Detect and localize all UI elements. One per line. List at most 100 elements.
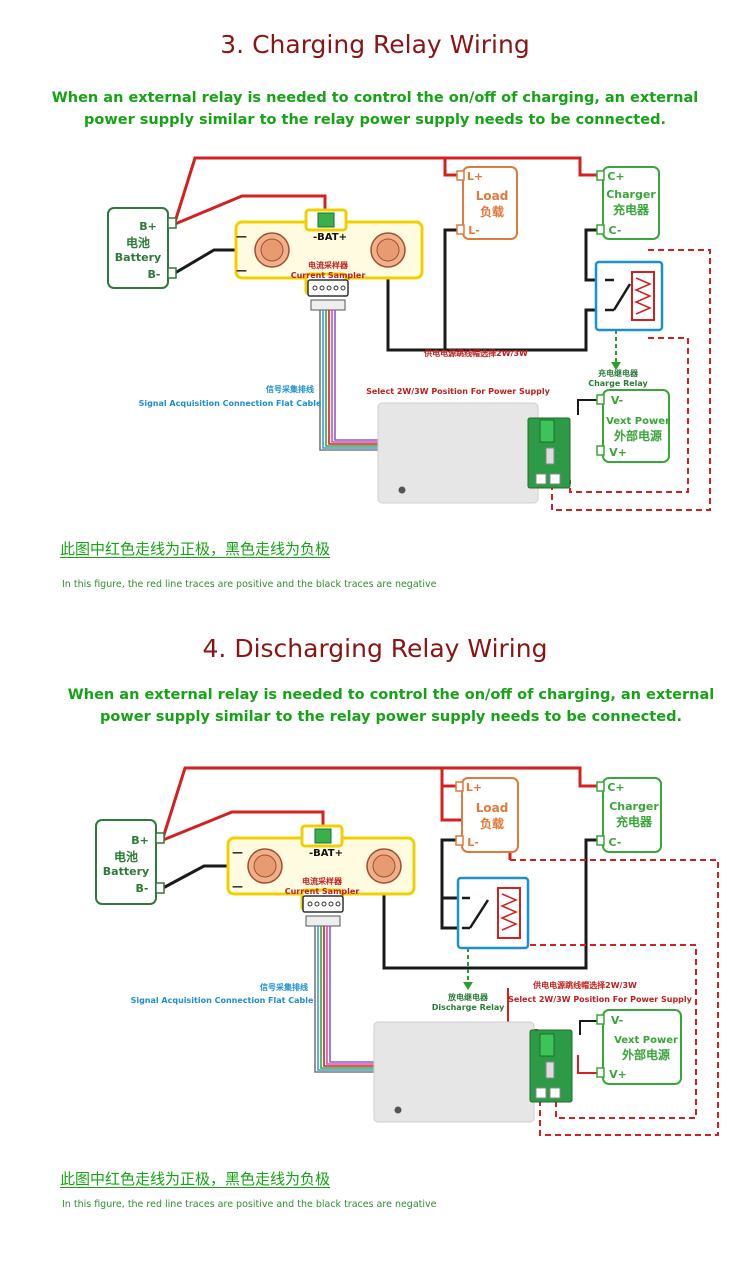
sampler-minus-sign: — (236, 230, 247, 243)
wire-load-sampler-negative (386, 250, 605, 352)
jumper-cn-label: 供电电源跳线帽选择2W/3W (532, 980, 637, 990)
vext-power-box (602, 1009, 682, 1085)
cable-en-label: Signal Acquisition Connection Flat Cable (131, 996, 314, 1005)
load-l-minus-label: L- (467, 836, 479, 849)
relay-switch-symbol (462, 896, 490, 930)
wire-vext-positive (577, 1055, 598, 1074)
section3-wiring-diagram: B+ 电池 Battery B- — — -BAT+ 电流采样器 Current… (107, 156, 711, 511)
load-box (461, 777, 519, 853)
charger-box (602, 166, 660, 240)
battery-b-plus-label: B+ (139, 220, 157, 233)
cable-cn-label: 信号采集排线 (266, 384, 314, 394)
charger-cn-label: 充电器 (613, 202, 650, 217)
flat-signal-cable (319, 310, 378, 451)
relay-coil (497, 887, 521, 939)
section3-note-en: In this figure, the red line traces are … (62, 579, 437, 590)
cable-cn-label: 信号采集排线 (260, 982, 308, 992)
battery-b-plus-label: B+ (131, 834, 149, 847)
wire-battery-to-charger-positive (173, 156, 598, 223)
vext-v-plus-label: V+ (609, 446, 627, 459)
section3-desc-line1: When an external relay is needed to cont… (51, 90, 699, 106)
bat-plus-label: -BAT+ (309, 848, 343, 859)
vext-cn-label: 外部电源 (614, 428, 662, 443)
relay-arrow (611, 362, 621, 370)
wire-battery-to-bat-terminal (174, 194, 327, 226)
vext-power-box (602, 389, 670, 463)
wire-load-negative (443, 228, 458, 350)
bat-terminal-block (317, 212, 335, 228)
wire-sampler-to-charger-negative (382, 838, 598, 970)
battery-box (107, 207, 169, 289)
sampler-minus-sign: — (232, 846, 243, 859)
flat-cable-plug (305, 915, 341, 927)
section4-desc-line2: power supply similar to the relay power … (100, 709, 682, 725)
sampler-cn-label: 电流采样器 (308, 260, 349, 270)
jumper-header (539, 1033, 555, 1057)
vext-cn-label: 外部电源 (622, 1047, 670, 1062)
section4-wiring-diagram: B+ 电池 Battery B- — — -BAT+ 电流采样器 Current… (95, 766, 719, 1136)
sampler-en-label: Current Sampler (291, 271, 366, 280)
section3-title: 3. Charging Relay Wiring (220, 30, 530, 59)
wire-to-load-positive (443, 158, 458, 177)
relay-cn-label: 充电继电器 (598, 368, 639, 378)
relay-coil-return-dashed (510, 944, 697, 1119)
flat-signal-cable (314, 926, 374, 1073)
wire-battery-to-charger-positive (161, 766, 598, 839)
bat-terminal-block (314, 828, 332, 844)
relay-cn-label: 放电继电器 (447, 992, 489, 1002)
wire-battery-to-bat-terminal (162, 810, 325, 842)
flat-cable-plug (310, 299, 346, 311)
jumper-en-label: Select 2W/3W Position For Power Supply (508, 995, 693, 1004)
charger-c-plus-label: C+ (607, 170, 624, 183)
battery-cn-label: 电池 (114, 849, 138, 864)
wire-to-load-positive (440, 768, 456, 788)
sampler-minus-sign-2: — (232, 880, 243, 893)
jumper-cn-label: 供电电源跳线帽选择2W/3W (423, 348, 528, 358)
load-en-label: Load (476, 189, 509, 203)
load-en-label: Load (476, 801, 509, 815)
load-cn-label: 负载 (480, 816, 504, 831)
relay-coil-positive-dashed (510, 859, 719, 1136)
battery-en-label: Battery (103, 865, 149, 878)
wire-vext-negative (579, 1020, 598, 1035)
sampler-minus-sign-2: — (236, 264, 247, 277)
charger-en-label: Charger (609, 800, 659, 813)
load-l-plus-label: L+ (466, 781, 482, 794)
load-box (462, 166, 518, 240)
charger-c-minus-label: C- (609, 836, 622, 849)
wire-vext-negative (577, 399, 598, 415)
section3-desc-line2: power supply similar to the relay power … (84, 112, 666, 128)
vext-v-plus-label: V+ (609, 1068, 627, 1081)
section3-description: When an external relay is needed to cont… (40, 87, 710, 131)
battery-plus-terminal (167, 217, 177, 229)
section4-desc-line1: When an external relay is needed to cont… (67, 687, 715, 703)
relay-coil-dashed-wires (510, 859, 719, 1136)
relay-switch-symbol (605, 278, 632, 312)
relay-en-label: Charge Relay (588, 379, 648, 388)
jumper-header (539, 419, 555, 443)
vext-v-minus-label: V- (611, 394, 623, 407)
relay-coil-dashed-wires (551, 249, 711, 511)
section4-title: 4. Discharging Relay Wiring (202, 634, 548, 663)
vext-en-label: Vext Power (606, 416, 670, 427)
load-cn-label: 负载 (480, 204, 504, 219)
section4-description: When an external relay is needed to cont… (56, 684, 726, 728)
vext-en-label: Vext Power (614, 1035, 678, 1046)
load-l-minus-label: L- (468, 224, 480, 237)
section4-note-cn: 此图中红色走线为正极，黑色走线为负极 (60, 1170, 331, 1188)
charger-en-label: Charger (606, 188, 656, 201)
jumper-en-label: Select 2W/3W Position For Power Supply (366, 387, 551, 396)
sampler-en-label: Current Sampler (285, 887, 360, 896)
battery-en-label: Battery (115, 251, 161, 264)
bms-button (545, 1061, 555, 1079)
charger-c-minus-label: C- (609, 224, 622, 237)
sampler-cn-label: 电流采样器 (302, 876, 343, 886)
relay-en-label: Discharge Relay (432, 1003, 505, 1012)
battery-b-minus-label: B- (136, 882, 149, 895)
battery-minus-terminal (167, 267, 177, 279)
battery-b-minus-label: B- (148, 268, 161, 281)
battery-cn-label: 电池 (126, 235, 150, 250)
battery-box (95, 819, 157, 905)
relay-arrow (463, 982, 473, 990)
wire-load-negative (440, 838, 462, 930)
